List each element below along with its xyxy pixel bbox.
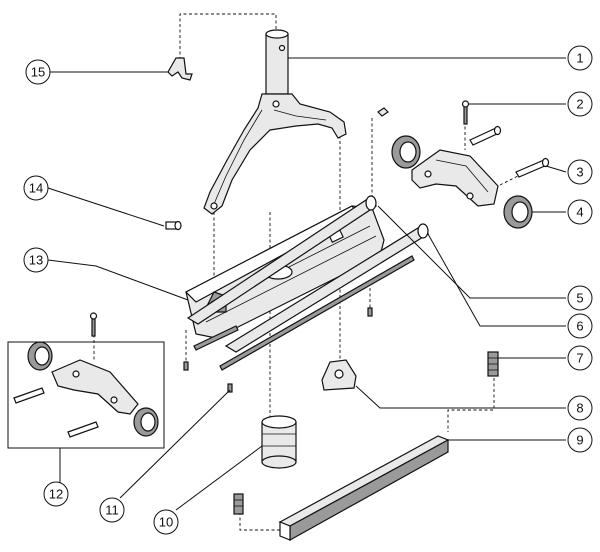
part-8-bracket — [321, 359, 357, 391]
callout-6-label: 6 — [576, 319, 583, 334]
callout-9-label: 9 — [576, 433, 583, 448]
callout-8-label: 8 — [576, 401, 583, 416]
part-14-bolt — [165, 220, 182, 231]
callout-9: 9 — [567, 427, 593, 453]
callout-7-label: 7 — [576, 351, 583, 366]
part-5-rod — [186, 195, 378, 325]
callout-4: 4 — [567, 199, 593, 225]
callout-12: 12 — [43, 481, 69, 507]
callout-12-label: 12 — [49, 487, 63, 502]
callout-3: 3 — [567, 159, 593, 185]
wheel-bracket-right — [391, 135, 499, 207]
callout-2-label: 2 — [576, 97, 583, 112]
callout-13-label: 13 — [29, 253, 43, 268]
leader-lines — [47, 57, 567, 511]
part-2-screw-and-pins — [377, 100, 502, 146]
callout-15: 15 — [25, 59, 51, 85]
small-screws — [183, 307, 373, 393]
part-15-clip — [167, 57, 193, 81]
callout-13: 13 — [23, 247, 49, 273]
part-1-handle-yoke — [203, 29, 347, 215]
callout-3-label: 3 — [576, 165, 583, 180]
part-9-brush-bar — [278, 435, 450, 542]
callout-1: 1 — [567, 45, 593, 71]
part-7-spring — [487, 351, 499, 377]
part-12-wheel-kit-box — [7, 312, 165, 449]
callout-5-label: 5 — [576, 291, 583, 306]
callout-14: 14 — [23, 175, 49, 201]
callout-5: 5 — [567, 285, 593, 311]
part-4-wheel — [503, 195, 533, 229]
callout-10-label: 10 — [159, 515, 173, 530]
callout-11-label: 11 — [105, 503, 119, 518]
callout-8: 8 — [567, 395, 593, 421]
callout-6: 6 — [567, 313, 593, 339]
callout-11: 11 — [99, 497, 125, 523]
part-3-pin — [515, 157, 550, 178]
callout-14-label: 14 — [29, 181, 43, 196]
callout-10: 10 — [153, 509, 179, 535]
callout-4-label: 4 — [576, 205, 583, 220]
lower-spring — [233, 493, 244, 515]
callout-2: 2 — [567, 91, 593, 117]
callout-15-label: 15 — [31, 65, 45, 80]
part-10-cylinder — [261, 415, 297, 469]
callout-7: 7 — [567, 345, 593, 371]
callout-1-label: 1 — [576, 51, 583, 66]
seal-strips — [193, 255, 415, 371]
